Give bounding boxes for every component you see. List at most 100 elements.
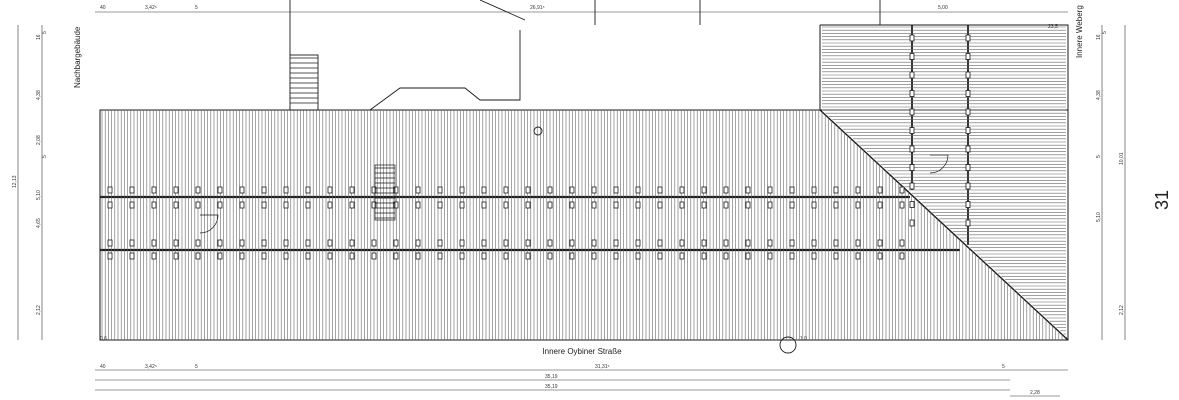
rafter-marker: [591, 201, 597, 209]
rafter-marker: [569, 252, 575, 260]
rafter-marker: [789, 239, 795, 247]
rafter-marker: [217, 252, 223, 260]
rafter-marker: [283, 186, 289, 194]
rafter-marker: [107, 252, 113, 260]
rafter-marker: [305, 186, 311, 194]
dim-bottom-right: 2,28: [1030, 390, 1040, 396]
dim-top-1: 40: [100, 5, 106, 11]
rafter-marker: [327, 252, 333, 260]
rafter-marker: [239, 252, 245, 260]
rafter-marker: [591, 239, 597, 247]
rafter-marker: [371, 201, 377, 209]
rafter-marker: [173, 239, 179, 247]
rafter-marker: [657, 201, 663, 209]
rafter-marker: [305, 252, 311, 260]
rafter-marker: [811, 239, 817, 247]
rafter-marker: [437, 252, 443, 260]
rafter-marker: [789, 201, 795, 209]
rafter-marker: [393, 201, 399, 209]
rafter-marker: [327, 201, 333, 209]
rafter-marker: [855, 186, 861, 194]
dim-corner-top-right: 23,5: [1048, 24, 1058, 30]
rafter-marker: [899, 239, 905, 247]
rafter-marker: [909, 219, 915, 227]
rafter-marker: [965, 34, 971, 42]
rafter-marker: [151, 252, 157, 260]
dim-right-5: 10,01: [1119, 152, 1125, 165]
dim-bottom-4: 31,31⁵: [595, 364, 610, 370]
rafter-marker: [217, 186, 223, 194]
rafter-marker: [481, 252, 487, 260]
rafter-marker: [525, 252, 531, 260]
rafter-marker: [283, 252, 289, 260]
rafter-marker: [459, 252, 465, 260]
rafter-marker: [767, 239, 773, 247]
rafter-marker: [833, 239, 839, 247]
dim-left-8: 5,10: [36, 190, 42, 200]
rafter-marker: [591, 186, 597, 194]
dim-left-9: 2,12: [36, 305, 42, 315]
rafter-marker: [195, 239, 201, 247]
rafter-marker: [965, 182, 971, 190]
street-label-bottom: Innere Oybiner Straße: [542, 347, 622, 356]
rafter-marker: [965, 201, 971, 208]
dim-left-1: 16: [36, 34, 42, 40]
dim-top-4: 26,91⁵: [530, 5, 545, 11]
rafter-marker: [909, 164, 915, 171]
rafter-marker: [393, 186, 399, 194]
rafter-marker: [481, 186, 487, 194]
rafter-marker: [371, 186, 377, 194]
rafter-marker: [305, 239, 311, 247]
rafter-marker: [909, 53, 915, 60]
rafter-marker: [415, 186, 421, 194]
rafter-marker: [129, 186, 135, 194]
rafter-marker: [833, 186, 839, 194]
rafter-marker: [635, 201, 641, 209]
dim-left-5: 5: [42, 155, 48, 158]
rafter-marker: [195, 252, 201, 260]
dim-top-5: 5,00: [938, 5, 948, 11]
rafter-marker: [217, 201, 223, 209]
building-outline: [99, 24, 1069, 341]
rafter-marker: [151, 201, 157, 209]
rafter-marker: [789, 252, 795, 260]
right-dimension-chain: 16 5 4,38 5 10,01 5,10 2,12: [1096, 31, 1125, 315]
rafter-marker: [349, 201, 355, 209]
rafter-marker: [811, 201, 817, 209]
rafter-marker: [239, 201, 245, 209]
rafter-marker: [723, 239, 729, 247]
rafter-marker: [371, 252, 377, 260]
rafter-marker: [877, 201, 883, 209]
dim-right-3: 4,38: [1096, 90, 1102, 100]
rafter-marker: [239, 239, 245, 247]
dim-bottom-3: 5: [195, 364, 198, 370]
sheet-number: 31: [1152, 190, 1172, 210]
rafter-marker: [569, 239, 575, 247]
dim-left-3: 4,38: [36, 90, 42, 100]
rafter-marker: [635, 239, 641, 247]
rafter-marker: [855, 252, 861, 260]
rafter-marker: [481, 201, 487, 209]
rafter-marker: [525, 186, 531, 194]
dim-left-4: 2,08: [36, 135, 42, 145]
rafter-marker: [767, 201, 773, 209]
dim-left-7: 4,65: [36, 218, 42, 228]
dim-right-7: 2,12: [1119, 305, 1125, 315]
rafter-marker: [833, 201, 839, 209]
rafter-marker: [701, 201, 707, 209]
rafter-marker: [965, 53, 971, 60]
rafter-marker: [965, 90, 971, 97]
rafter-marker: [745, 201, 751, 209]
rafter-marker: [723, 201, 729, 209]
rafter-marker: [415, 252, 421, 260]
staircase: [290, 57, 396, 221]
rafter-marker: [635, 186, 641, 194]
rafter-marker: [833, 252, 839, 260]
rafter-marker: [745, 252, 751, 260]
rafter-marker: [657, 239, 663, 247]
rafter-marker: [767, 252, 773, 260]
rafter-marker: [239, 186, 245, 194]
rafter-marker: [525, 201, 531, 209]
rafter-marker: [909, 108, 915, 116]
rafter-marker: [547, 239, 553, 247]
